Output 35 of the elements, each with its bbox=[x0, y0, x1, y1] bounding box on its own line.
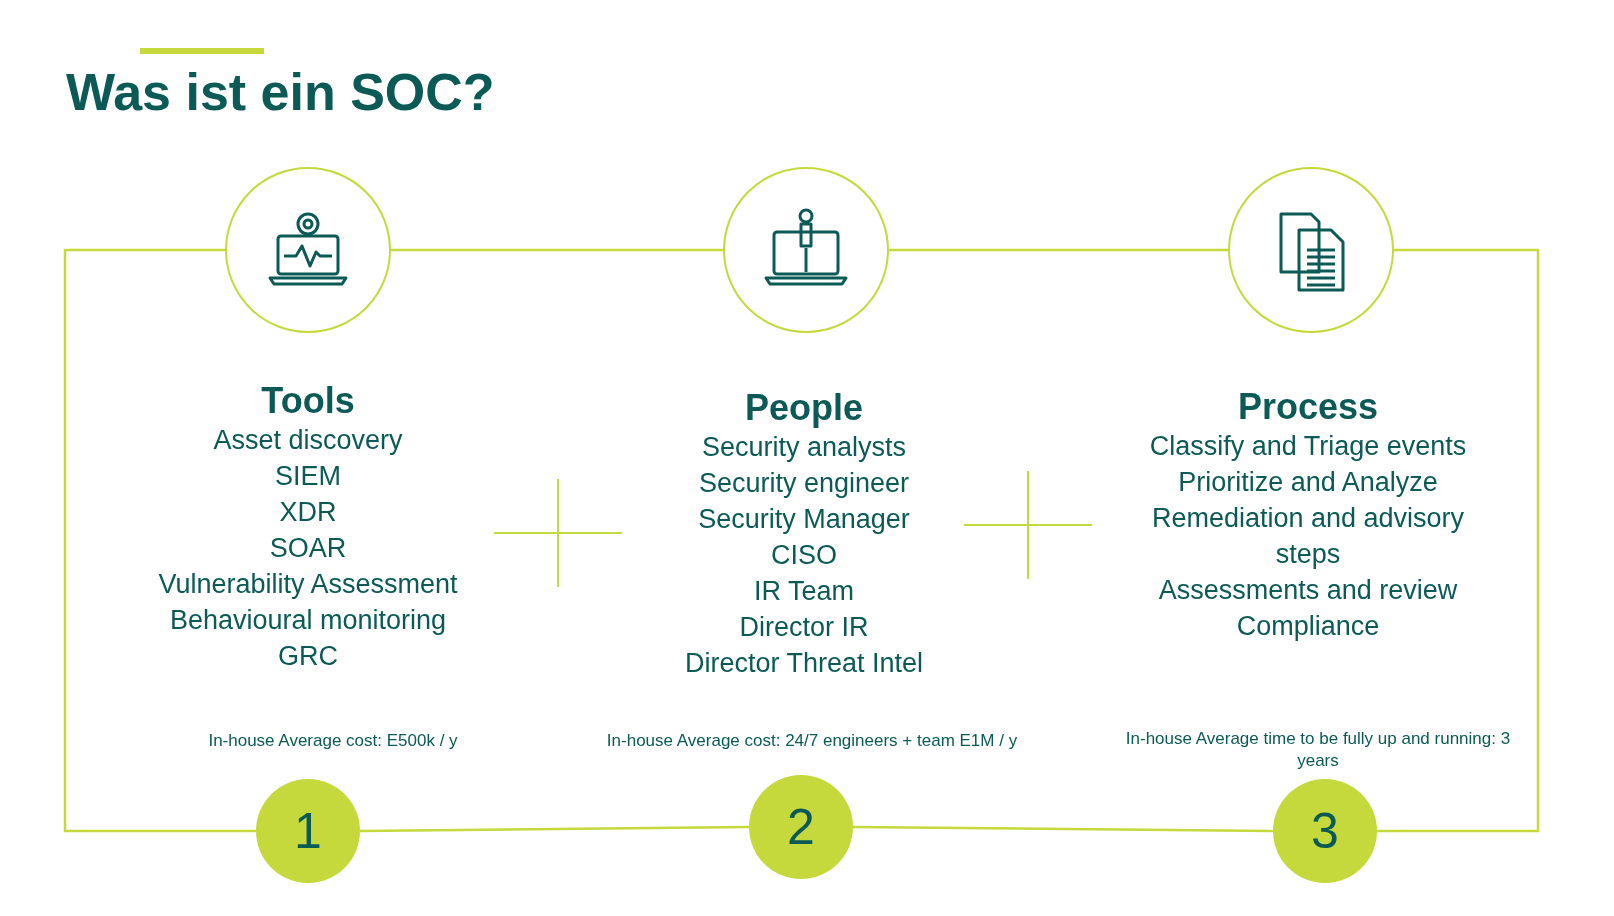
connector-line bbox=[391, 248, 723, 252]
number-circle: 1 bbox=[256, 779, 360, 883]
list-item: Vulnerability Assessment bbox=[157, 568, 459, 601]
connector-line bbox=[889, 248, 1228, 252]
column-heading: People bbox=[743, 387, 864, 429]
list-item: Security analysts bbox=[700, 431, 908, 464]
connector-line bbox=[360, 825, 749, 833]
list-item: Director Threat Intel bbox=[683, 647, 925, 680]
number-circle: 3 bbox=[1273, 779, 1377, 883]
list-item: GRC bbox=[277, 640, 339, 673]
list-item: Classify and Triage events bbox=[1148, 430, 1468, 463]
cost-note: In-house Average time to be fully up and running: 3 years bbox=[1124, 728, 1512, 772]
list-item: Security engineer bbox=[697, 467, 911, 500]
list-item: IR Team bbox=[752, 575, 855, 608]
list-item: Director IR bbox=[738, 611, 870, 644]
list-item: Compliance bbox=[1235, 610, 1381, 643]
connector-line bbox=[853, 825, 1273, 833]
list-item: Behavioural monitoring bbox=[168, 604, 448, 637]
connector-line bbox=[1377, 248, 1540, 833]
list-item: XDR bbox=[278, 496, 338, 529]
number-circle: 2 bbox=[749, 775, 853, 879]
column-heading: Process bbox=[1236, 386, 1380, 428]
list-item: Security Manager bbox=[697, 503, 911, 536]
list-item: SOAR bbox=[268, 532, 348, 565]
slide-title: Was ist ein SOC? bbox=[66, 62, 495, 122]
list-item: Asset discovery bbox=[212, 424, 404, 457]
cost-note: In-house Average cost: 24/7 engineers + team E1M / y bbox=[605, 730, 1019, 752]
column-heading: Tools bbox=[260, 380, 356, 422]
list-item: SIEM bbox=[274, 460, 342, 493]
cost-note: In-house Average cost: E500k / y bbox=[207, 730, 459, 752]
connector-line bbox=[63, 248, 256, 833]
list-item: Remediation and advisory steps bbox=[1150, 502, 1466, 571]
list-item: CISO bbox=[770, 539, 838, 572]
list-item: Prioritize and Analyze bbox=[1177, 466, 1439, 499]
list-item: Assessments and review bbox=[1157, 574, 1459, 607]
